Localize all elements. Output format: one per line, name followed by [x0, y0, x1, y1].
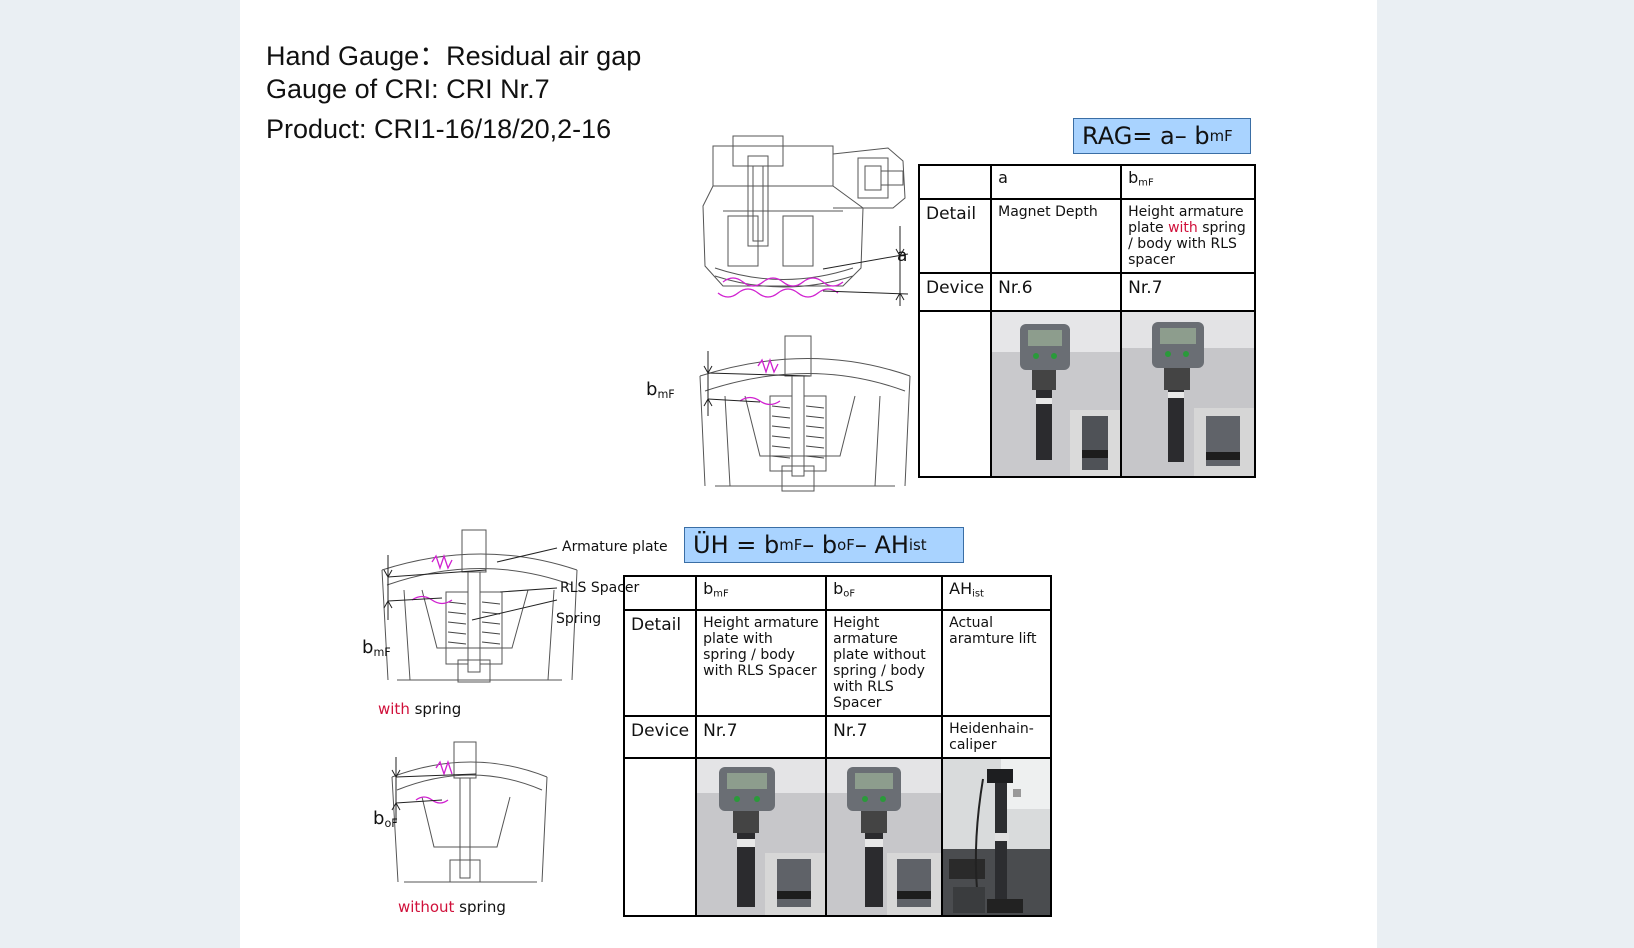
caption-with-spring: with spring: [378, 700, 462, 718]
rag-detail-bmf: Height armature plate with spring / body…: [1120, 198, 1257, 274]
uh-photo-caliper: [941, 757, 1053, 917]
rag-row-detail: Detail: [917, 198, 993, 274]
label-bmf-top: bmF: [646, 379, 675, 401]
label-armature-plate: Armature plate: [562, 539, 668, 555]
uh-detail-ahist: Actual aramture lift: [941, 609, 1053, 717]
diagram-with-spring: [381, 529, 578, 683]
rag-device-a: Nr.6: [990, 272, 1123, 312]
uh-device-bmf: Nr.7: [695, 715, 828, 759]
uh-col-bmf: bmF: [695, 575, 828, 611]
label-bmf-lower: bmF: [362, 637, 391, 659]
label-rls-spacer: RLS Spacer: [560, 580, 640, 596]
title-hand-gauge: Hand Gauge：Residual air gap: [266, 41, 642, 71]
uh-row-detail: Detail: [622, 609, 698, 717]
diagram-bmf-top: [699, 335, 911, 492]
caption-without-spring: without spring: [398, 898, 506, 916]
rag-photo-bmf: [1120, 310, 1257, 478]
title-product: Product: CRI1-16/18/20,2-16: [266, 114, 612, 144]
label-spring: Spring: [556, 611, 602, 627]
uh-col-bof: boF: [825, 575, 944, 611]
rag-device-bmf: Nr.7: [1120, 272, 1257, 312]
rag-photo-a: [990, 310, 1123, 478]
uh-photo-bof: [825, 757, 944, 917]
title-gauge-of-cri: Gauge of CRI: CRI Nr.7: [266, 74, 550, 104]
rag-formula-main: RAG= a– b: [1082, 122, 1210, 150]
rag-col-bmf: bmF: [1120, 164, 1257, 200]
uh-table: bmF boF AHist Detail Height armature pla…: [622, 575, 1053, 917]
rag-detail-a: Magnet Depth: [990, 198, 1123, 274]
uh-detail-bof: Height armature plate without spring / b…: [825, 609, 944, 717]
uh-photo-bmf: [695, 757, 828, 917]
uh-col-ahist: AHist: [941, 575, 1053, 611]
rag-col-a: a: [990, 164, 1123, 200]
uh-device-bof: Nr.7: [825, 715, 944, 759]
label-bof: boF: [373, 808, 398, 830]
rag-formula-sub: mF: [1209, 127, 1233, 145]
uh-row-device: Device: [622, 715, 698, 759]
rag-table: a bmF Detail Magnet Depth Height armatur…: [917, 164, 1257, 478]
document-page: Hand Gauge：Residual air gap Gauge of CRI…: [240, 0, 1377, 948]
diagram-magnet-depth: [702, 135, 909, 306]
uh-device-ahist: Heidenhain-caliper: [941, 715, 1053, 759]
label-a: a: [897, 246, 908, 266]
uh-detail-bmf: Height armature plate with spring / body…: [695, 609, 828, 717]
rag-row-device: Device: [917, 272, 993, 312]
diagram-without-spring: [391, 741, 548, 883]
